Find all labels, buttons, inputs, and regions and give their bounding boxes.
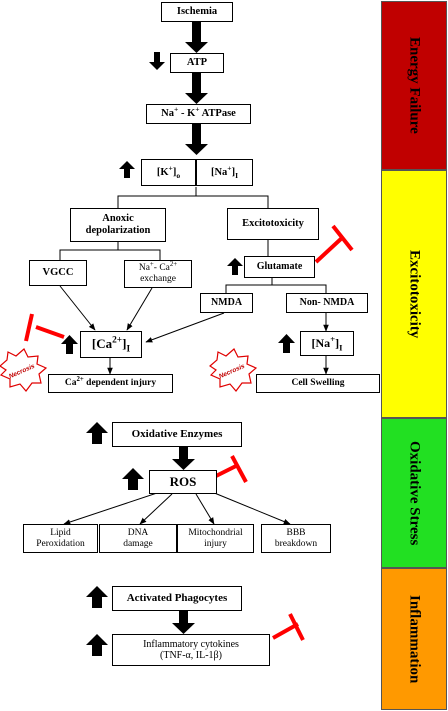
necrosis-burst-1: Necrosis	[0, 348, 48, 392]
arrow-naca-cai	[126, 287, 153, 331]
thick-arrow-oxenz-ros	[172, 447, 195, 470]
stage-label-inflammation: Inflammation	[406, 594, 423, 684]
node-lipid-peroxidation: Lipid Peroxidation	[23, 524, 98, 553]
up-indicator-phagocytes	[86, 586, 108, 608]
inhibitor-ros	[213, 455, 248, 483]
stage-band-inflammation: Inflammation	[381, 568, 447, 710]
node-excitotoxicity: Excitotoxicity	[227, 208, 319, 240]
node-vgcc: VGCC	[29, 260, 87, 286]
node-inflammatory-cytokines: Inflammatory cytokines (TNF-α, IL-1β)	[112, 634, 270, 666]
arrow-ros-mito	[195, 493, 215, 525]
up-indicator-cytokines	[86, 634, 108, 656]
node-na-in: [Na+]I	[196, 159, 253, 186]
node-na-k-atpase: Na+ - K+ ATPase	[146, 104, 251, 124]
thick-arrow-ischemia-atp	[185, 22, 208, 53]
up-indicator-ros	[122, 468, 144, 490]
node-dna-damage: DNA damage	[99, 524, 177, 553]
arrow-ros-lipid	[63, 491, 161, 525]
node-activated-phagocytes: Activated Phagocytes	[112, 586, 242, 611]
down-indicator-atp	[149, 52, 165, 70]
connector-anoxic-split	[59, 249, 161, 260]
node-ca-intracellular: [Ca2+]I	[80, 331, 142, 358]
arrow-ros-dna	[139, 493, 173, 525]
stage-label-oxidative-stress: Oxidative Stress	[406, 440, 423, 546]
connector-glutamate-split	[225, 284, 327, 293]
node-ros: ROS	[149, 470, 217, 494]
up-indicator-nai	[278, 334, 295, 353]
node-oxidative-enzymes: Oxidative Enzymes	[112, 422, 242, 447]
thick-arrow-pump-ions	[185, 124, 208, 155]
up-indicator-oxidative-enzymes	[86, 422, 108, 444]
thick-arrow-phago-cytokines	[172, 611, 195, 634]
up-indicator-ions	[119, 161, 135, 178]
up-indicator-glutamate	[227, 258, 243, 275]
stage-band-excitotoxicity: Excitotoxicity	[381, 170, 447, 418]
thick-arrow-atp-pump	[185, 73, 208, 104]
node-cell-swelling: Cell Swelling	[256, 374, 380, 393]
node-anoxic-depolarization: Anoxic depolarization	[70, 208, 166, 242]
arrow-vgcc-cai	[59, 285, 96, 331]
node-k-out: [K+]o	[141, 159, 196, 186]
connector-ions-split	[117, 195, 269, 208]
up-indicator-cai	[61, 335, 78, 354]
arrow-ros-bbb	[211, 491, 291, 525]
stage-label-energy-failure: Energy Failure	[406, 37, 423, 134]
stage-label-excitotoxicity: Excitotoxicity	[406, 249, 423, 339]
inhibitor-cai	[24, 313, 65, 342]
stage-band-oxidative-stress: Oxidative Stress	[381, 418, 447, 568]
node-glutamate: Glutamate	[244, 256, 315, 278]
inhibitor-glutamate	[314, 224, 354, 264]
node-ischemia: Ischemia	[161, 2, 233, 22]
node-non-nmda: Non- NMDA	[286, 293, 368, 313]
inhibitor-cytokines	[272, 613, 305, 641]
node-na-ca-exchange: Na+- Ca2+ exchange	[124, 260, 192, 288]
arrow-nmda-cai	[145, 312, 225, 343]
node-atp: ATP	[170, 53, 224, 73]
node-ca-dependent-injury: Ca2+ dependent injury	[48, 374, 173, 393]
stage-band-energy-failure: Energy Failure	[381, 1, 447, 170]
node-mitochondrial-injury: Mitochondrial injury	[177, 524, 254, 553]
necrosis-burst-2: Necrosis	[209, 348, 258, 392]
node-bbb-breakdown: BBB breakdown	[261, 524, 331, 553]
node-na-intracellular: [Na+]I	[300, 331, 354, 356]
node-nmda: NMDA	[200, 293, 253, 313]
